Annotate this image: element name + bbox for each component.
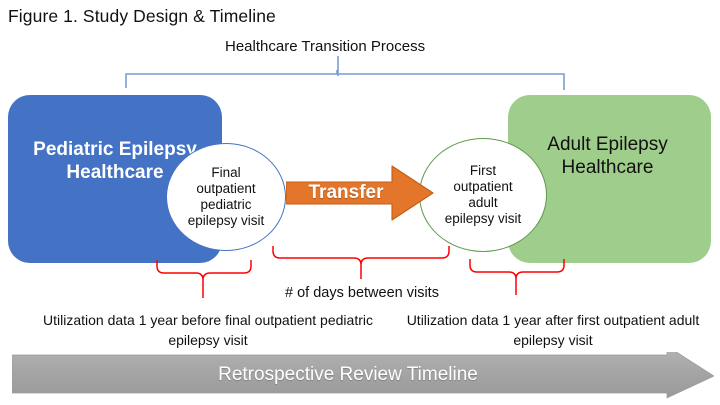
transfer-label: Transfer [308,182,384,203]
pediatric-box-line2: Healthcare [66,162,164,183]
days-between-visits-label: # of days between visits [285,285,439,301]
pediatric-box-line1: Pediatric Epilepsy [33,138,197,160]
transfer-arrow-icon [286,165,434,221]
adult-healthcare-box: Adult Epilepsy Healthcare [508,95,711,263]
left-utilization-brace-icon [156,260,252,298]
adult-visit-ellipse: First outpatient adult epilepsy visit [419,138,547,252]
transition-bracket-tick-icon [337,56,339,76]
transition-bracket-icon [125,70,565,90]
adult-visit-label: First outpatient adult epilepsy visit [444,163,522,226]
pediatric-visit-ellipse: Final outpatient pediatric epilepsy visi… [166,143,286,251]
adult-box-line1: Adult Epilepsy [547,133,668,155]
left-utilization-caption: Utilization data 1 year before final out… [43,312,373,348]
transition-process-label: Healthcare Transition Process [225,38,426,55]
right-utilization-caption: Utilization data 1 year after first outp… [406,312,700,348]
adult-box-line2: Healthcare [561,157,654,178]
page-title: Figure 1. Study Design & Timeline [8,6,276,26]
days-between-brace-icon [272,246,450,279]
timeline-label: Retrospective Review Timeline [218,364,478,385]
timeline-arrow-icon [12,352,714,399]
right-utilization-brace-icon [469,259,565,295]
pediatric-visit-label: Final outpatient pediatric epilepsy visi… [187,165,265,228]
